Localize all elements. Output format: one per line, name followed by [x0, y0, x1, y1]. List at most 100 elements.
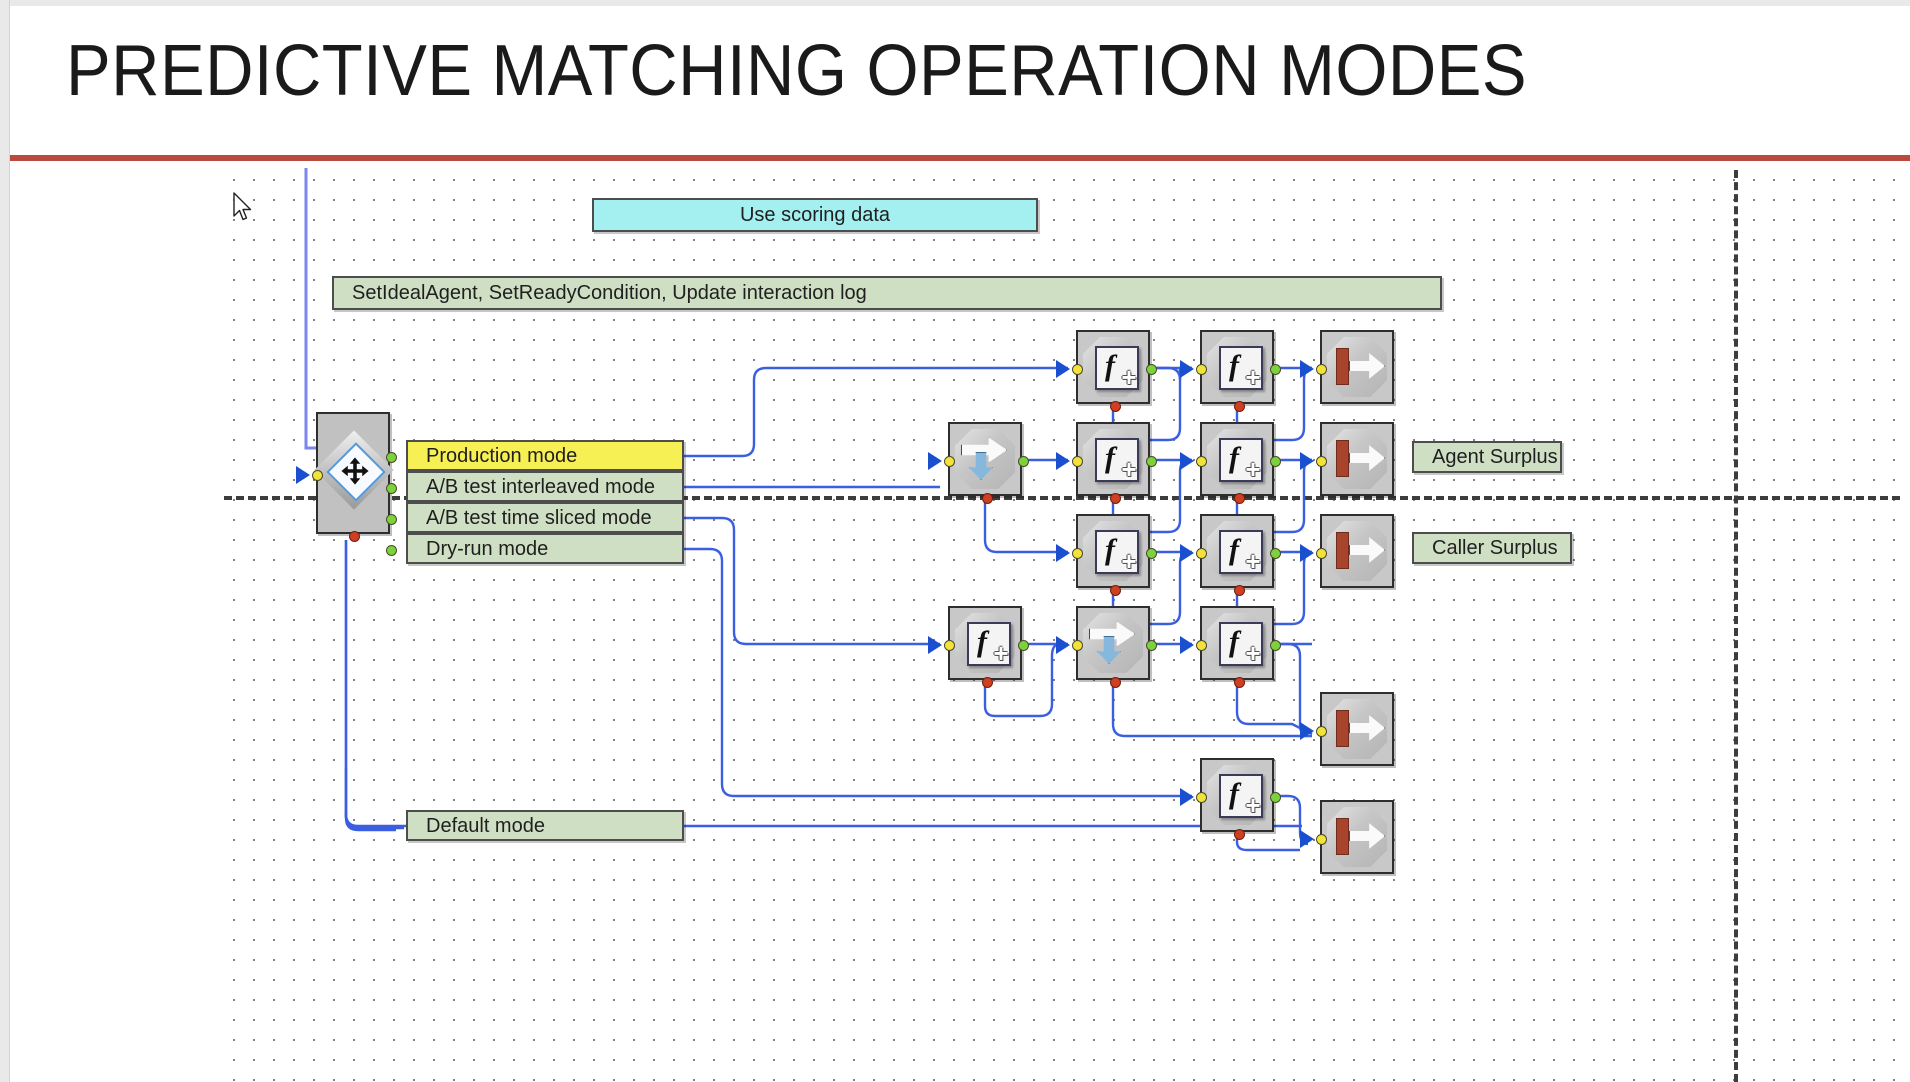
edge-arrowhead — [1300, 544, 1314, 562]
port-error[interactable] — [1234, 677, 1245, 688]
note-use-scoring-data[interactable]: Use scoring data — [592, 198, 1038, 232]
node-branch-r2[interactable] — [928, 422, 1029, 504]
node-branch-r4[interactable] — [1056, 606, 1157, 688]
port-input[interactable] — [1316, 834, 1327, 845]
exit-bar — [1336, 710, 1349, 747]
edge-arrowhead — [1180, 544, 1194, 562]
node-router[interactable] — [296, 412, 397, 556]
node-function-r3a[interactable]: f + — [1056, 514, 1157, 596]
port-output[interactable] — [1270, 792, 1281, 803]
note-actions[interactable]: SetIdealAgent, SetReadyCondition, Update… — [332, 276, 1442, 310]
edge-arrowhead — [1056, 636, 1070, 654]
lane-separator-vertical — [1734, 168, 1738, 1082]
port-error[interactable] — [1234, 401, 1245, 412]
port-output[interactable] — [1270, 640, 1281, 651]
port-error[interactable] — [1110, 401, 1121, 412]
fx-plus-badge: + — [1121, 546, 1137, 576]
mode-item-ab-interleaved[interactable]: A/B test interleaved mode — [406, 471, 684, 502]
port-input[interactable] — [1072, 640, 1083, 651]
port-output[interactable] — [1146, 364, 1157, 375]
node-function-r5[interactable]: f + — [1180, 758, 1281, 840]
port-error[interactable] — [1234, 829, 1245, 840]
note-label: SetIdealAgent, SetReadyCondition, Update… — [352, 282, 867, 304]
port-input[interactable] — [1196, 640, 1207, 651]
function-plus-icon: f + — [1219, 530, 1263, 574]
port-input[interactable] — [944, 640, 955, 651]
port-input[interactable] — [1316, 726, 1327, 737]
port-input[interactable] — [1196, 364, 1207, 375]
edge-arrowhead — [1300, 360, 1314, 378]
port-input[interactable] — [1196, 456, 1207, 467]
port-output[interactable] — [1018, 456, 1029, 467]
port-error[interactable] — [349, 531, 360, 542]
lane-label-agent-surplus[interactable]: Agent Surplus — [1412, 441, 1562, 473]
port-input[interactable] — [1316, 548, 1327, 559]
move-diamond-icon — [341, 457, 369, 485]
port-error[interactable] — [982, 493, 993, 504]
port-output-2[interactable] — [386, 483, 397, 494]
exit-bar — [1336, 532, 1349, 569]
exit-bar — [1336, 818, 1349, 855]
fx-letter: f — [1105, 349, 1115, 382]
fx-plus-badge: + — [993, 638, 1009, 668]
node-function-r2a[interactable]: f + — [1056, 422, 1157, 504]
node-function-r1a[interactable]: f + — [1056, 330, 1157, 412]
port-error[interactable] — [1234, 585, 1245, 596]
mode-item-dry-run[interactable]: Dry-run mode — [406, 533, 684, 564]
port-error[interactable] — [982, 677, 993, 688]
node-exit-r4[interactable] — [1300, 692, 1394, 766]
port-input[interactable] — [1316, 456, 1327, 467]
node-exit-r5[interactable] — [1300, 800, 1394, 874]
port-input[interactable] — [1072, 456, 1083, 467]
port-output[interactable] — [1018, 640, 1029, 651]
fx-plus-badge: + — [1245, 454, 1261, 484]
port-input[interactable] — [1316, 364, 1327, 375]
port-output-1[interactable] — [386, 452, 397, 463]
node-exit-r2[interactable] — [1300, 422, 1394, 496]
note-label: Default mode — [426, 814, 545, 837]
edge-arrowhead — [928, 636, 942, 654]
port-error[interactable] — [1110, 493, 1121, 504]
function-plus-icon: f + — [1095, 438, 1139, 482]
function-plus-icon: f + — [1095, 346, 1139, 390]
lane-label-caller-surplus[interactable]: Caller Surplus — [1412, 532, 1572, 564]
edge-arrowhead — [1180, 360, 1194, 378]
node-exit-r3[interactable] — [1300, 514, 1394, 588]
node-function-r1b[interactable]: f + — [1180, 330, 1281, 412]
port-output-4[interactable] — [386, 545, 397, 556]
port-input[interactable] — [1196, 548, 1207, 559]
port-output[interactable] — [1270, 548, 1281, 559]
node-function-r3b[interactable]: f + — [1180, 514, 1281, 596]
port-output[interactable] — [1146, 456, 1157, 467]
mode-label: A/B test time sliced mode — [426, 506, 652, 529]
port-output-3[interactable] — [386, 514, 397, 525]
port-output[interactable] — [1270, 456, 1281, 467]
port-error[interactable] — [1110, 677, 1121, 688]
port-error[interactable] — [1110, 585, 1121, 596]
port-input[interactable] — [944, 456, 955, 467]
mode-item-production[interactable]: Production mode — [406, 440, 684, 471]
title-bar: PREDICTIVE MATCHING OPERATION MODES — [10, 6, 1910, 158]
node-function-r2b[interactable]: f + — [1180, 422, 1281, 504]
node-function-r4a[interactable]: f + — [928, 606, 1029, 688]
port-input[interactable] — [1072, 548, 1083, 559]
note-default-mode[interactable]: Default mode — [406, 810, 684, 841]
function-plus-icon: f + — [1095, 530, 1139, 574]
port-input[interactable] — [1196, 792, 1207, 803]
edge-arrowhead — [1180, 636, 1194, 654]
port-output[interactable] — [1270, 364, 1281, 375]
edge-arrowhead — [928, 452, 942, 470]
port-output[interactable] — [1146, 640, 1157, 651]
port-input[interactable] — [312, 470, 323, 481]
port-output[interactable] — [1146, 548, 1157, 559]
function-plus-icon: f + — [1219, 774, 1263, 818]
edge-arrowhead — [1180, 788, 1194, 806]
slide-top-rail — [0, 0, 1910, 6]
node-exit-r1[interactable] — [1300, 330, 1394, 404]
diagram-canvas[interactable]: Use scoring data SetIdealAgent, SetReady… — [222, 168, 1910, 1082]
port-input[interactable] — [1072, 364, 1083, 375]
port-error[interactable] — [1234, 493, 1245, 504]
mode-item-ab-time-sliced[interactable]: A/B test time sliced mode — [406, 502, 684, 533]
node-function-r4b[interactable]: f + — [1180, 606, 1281, 688]
lane-separator-horizontal — [222, 496, 1900, 500]
